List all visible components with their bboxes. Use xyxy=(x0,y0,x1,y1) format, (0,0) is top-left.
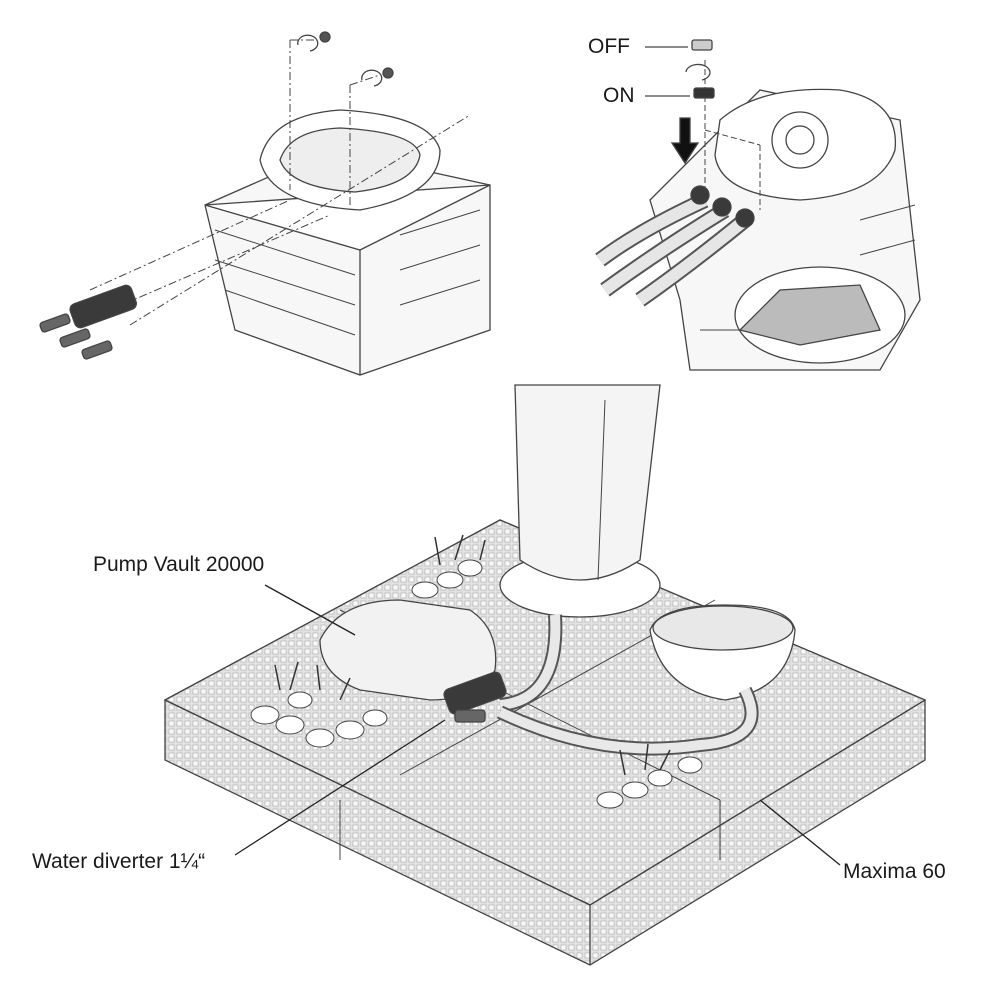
label-pump-vault: Pump Vault 20000 xyxy=(93,553,265,576)
plants xyxy=(274,534,671,776)
vault-exploded-view xyxy=(89,31,491,376)
platform-hoses xyxy=(496,614,759,756)
valve-lever-off xyxy=(691,39,713,51)
water-diverter-fitting xyxy=(443,671,507,723)
label-on: ON xyxy=(603,84,635,107)
label-maxima: Maxima 60 xyxy=(843,860,946,883)
pump-vault-lid xyxy=(319,599,497,701)
label-water-diverter: Water diverter 1¼“ xyxy=(32,850,206,873)
water-diverter-fitting-exploded xyxy=(39,284,137,360)
leader-lines xyxy=(234,584,841,866)
rocks xyxy=(250,559,703,809)
bowl xyxy=(649,604,796,701)
valve-lever-on xyxy=(693,87,715,99)
column xyxy=(499,384,661,618)
down-arrow-icon xyxy=(670,117,700,165)
label-off: OFF xyxy=(588,35,630,58)
vault-assembled-view xyxy=(595,39,921,371)
